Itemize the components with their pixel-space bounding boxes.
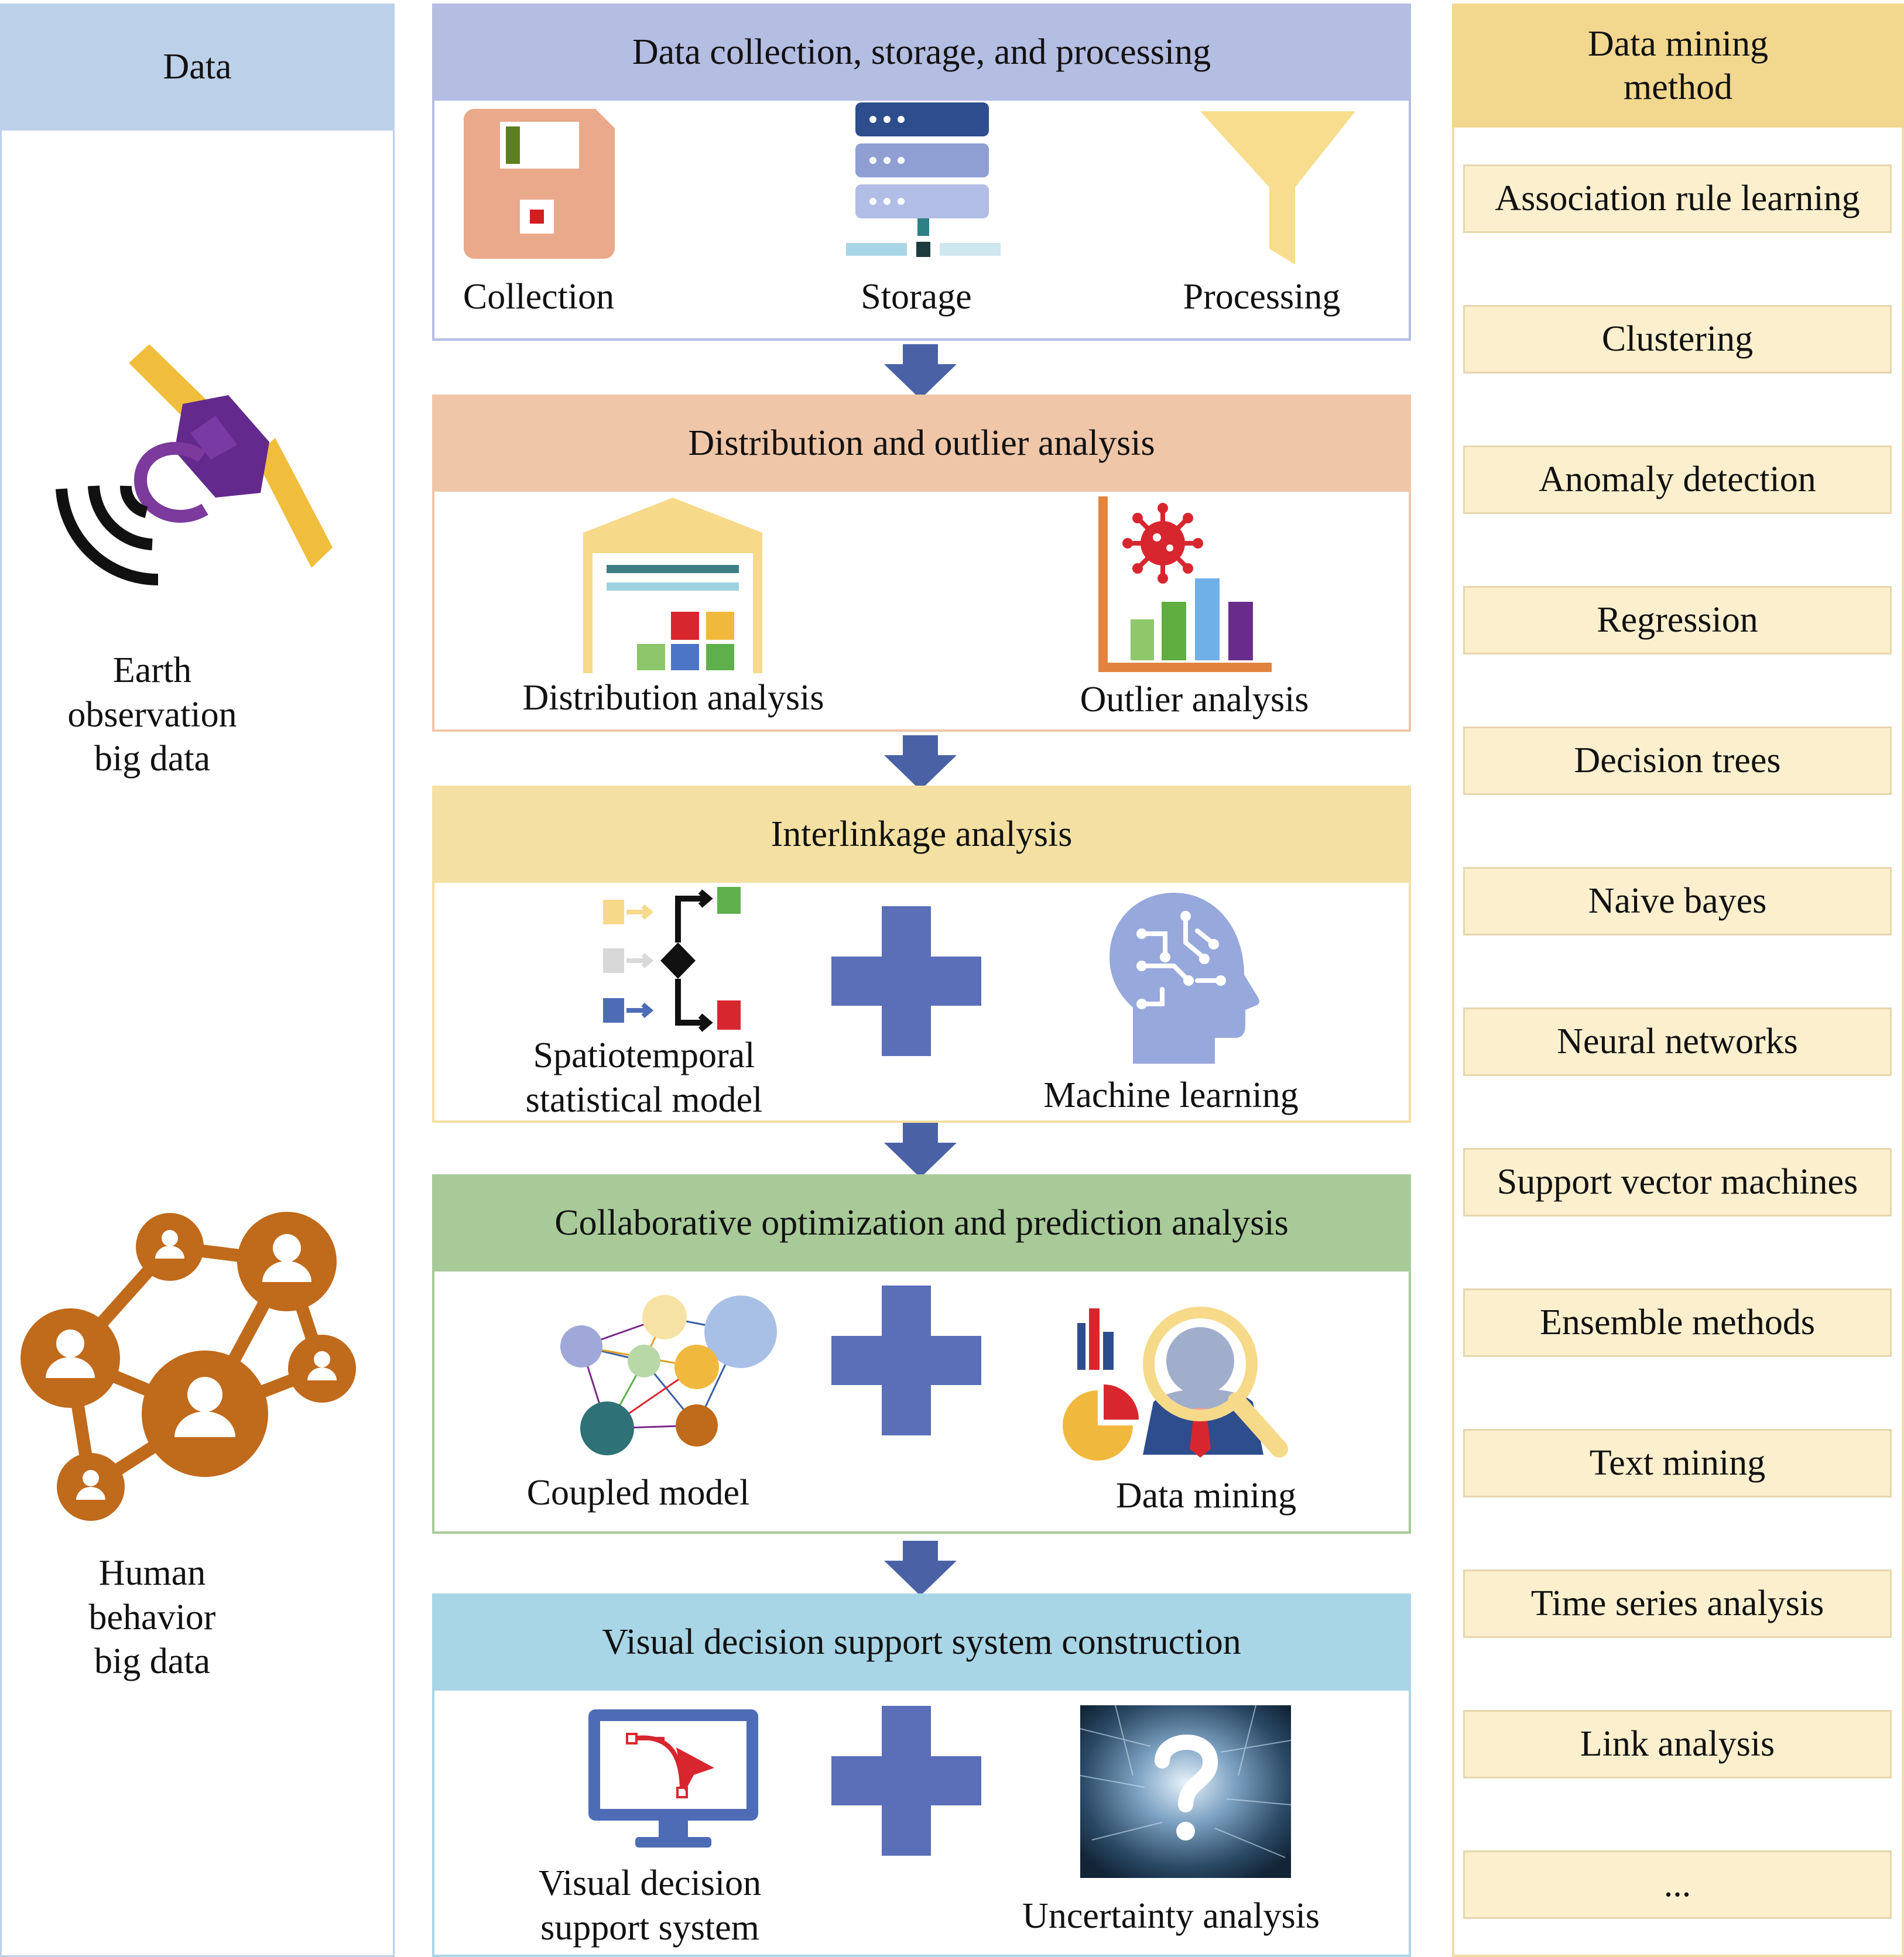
plus-icon — [831, 906, 981, 1056]
flow-arrow-down — [884, 735, 957, 790]
flow-arrow-down — [884, 344, 957, 399]
method-item: Neural networks — [1463, 1007, 1892, 1076]
storage-label: Storage — [861, 277, 972, 317]
method-item: Regression — [1463, 586, 1892, 654]
earth-observation-label: Earth observation big data — [67, 650, 237, 779]
method-item: ... — [1463, 1850, 1892, 1919]
method-item: Naive bayes — [1463, 867, 1892, 935]
flow-arrow-down — [884, 1123, 957, 1178]
data-column-header: Data — [0, 4, 395, 131]
distribution-analysis-label: Distribution analysis — [522, 678, 824, 718]
satellite-icon — [56, 344, 333, 586]
method-item: Clustering — [1463, 305, 1892, 373]
warehouse-icon — [583, 498, 762, 673]
processing-label: Processing — [1183, 277, 1341, 317]
stage-collection-header: Data collection, storage, and processing — [432, 4, 1411, 101]
data-mining-magnifier-icon — [1063, 1307, 1288, 1461]
floppy-disk-icon — [464, 109, 615, 259]
data-column — [0, 4, 395, 1957]
spatiotemporal-model-label: Spatiotemporal statistical model — [525, 1036, 763, 1120]
collection-label: Collection — [463, 277, 615, 317]
plus-icon — [831, 1286, 981, 1435]
funnel-icon — [1200, 111, 1355, 265]
outlier-chart-icon — [1098, 496, 1272, 672]
method-item: Support vector machines — [1463, 1148, 1892, 1216]
stage-collaborative-header: Collaborative optimization and predictio… — [432, 1174, 1411, 1271]
method-item: Anomaly detection — [1463, 445, 1892, 514]
method-item: Association rule learning — [1463, 164, 1892, 233]
data-mining-label: Data mining — [1115, 1476, 1297, 1516]
monitor-icon — [588, 1709, 758, 1848]
method-item: Text mining — [1463, 1429, 1892, 1497]
method-item: Decision trees — [1463, 726, 1892, 795]
machine-learning-label: Machine learning — [1043, 1075, 1299, 1115]
people-network-icon — [20, 1212, 356, 1521]
server-icon — [846, 102, 1001, 257]
method-column-header: Data mining method — [1452, 4, 1904, 128]
coupled-model-label: Coupled model — [526, 1473, 750, 1513]
visual-decision-support-label: Visual decision support system — [538, 1863, 762, 1948]
outlier-analysis-label: Outlier analysis — [1080, 680, 1309, 719]
uncertainty-analysis-label: Uncertainty analysis — [1022, 1896, 1320, 1936]
method-column — [1452, 4, 1904, 1957]
data-header-text: Data — [163, 47, 232, 87]
ai-head-icon — [1109, 893, 1259, 1064]
method-item: Time series analysis — [1463, 1569, 1892, 1638]
plus-icon — [831, 1706, 981, 1856]
flowchart-icon — [603, 887, 741, 1032]
method-item: Ensemble methods — [1463, 1288, 1892, 1357]
coupled-model-network-icon — [560, 1295, 777, 1455]
method-item: Link analysis — [1463, 1710, 1892, 1778]
human-behavior-label: Human behavior big data — [88, 1553, 216, 1682]
stage-distribution-header: Distribution and outlier analysis — [432, 395, 1411, 492]
stage-visual-header: Visual decision support system construct… — [432, 1593, 1411, 1691]
uncertainty-question-image — [1080, 1705, 1292, 1878]
stage-interlinkage-header: Interlinkage analysis — [432, 786, 1411, 883]
flow-arrow-down — [884, 1541, 957, 1596]
